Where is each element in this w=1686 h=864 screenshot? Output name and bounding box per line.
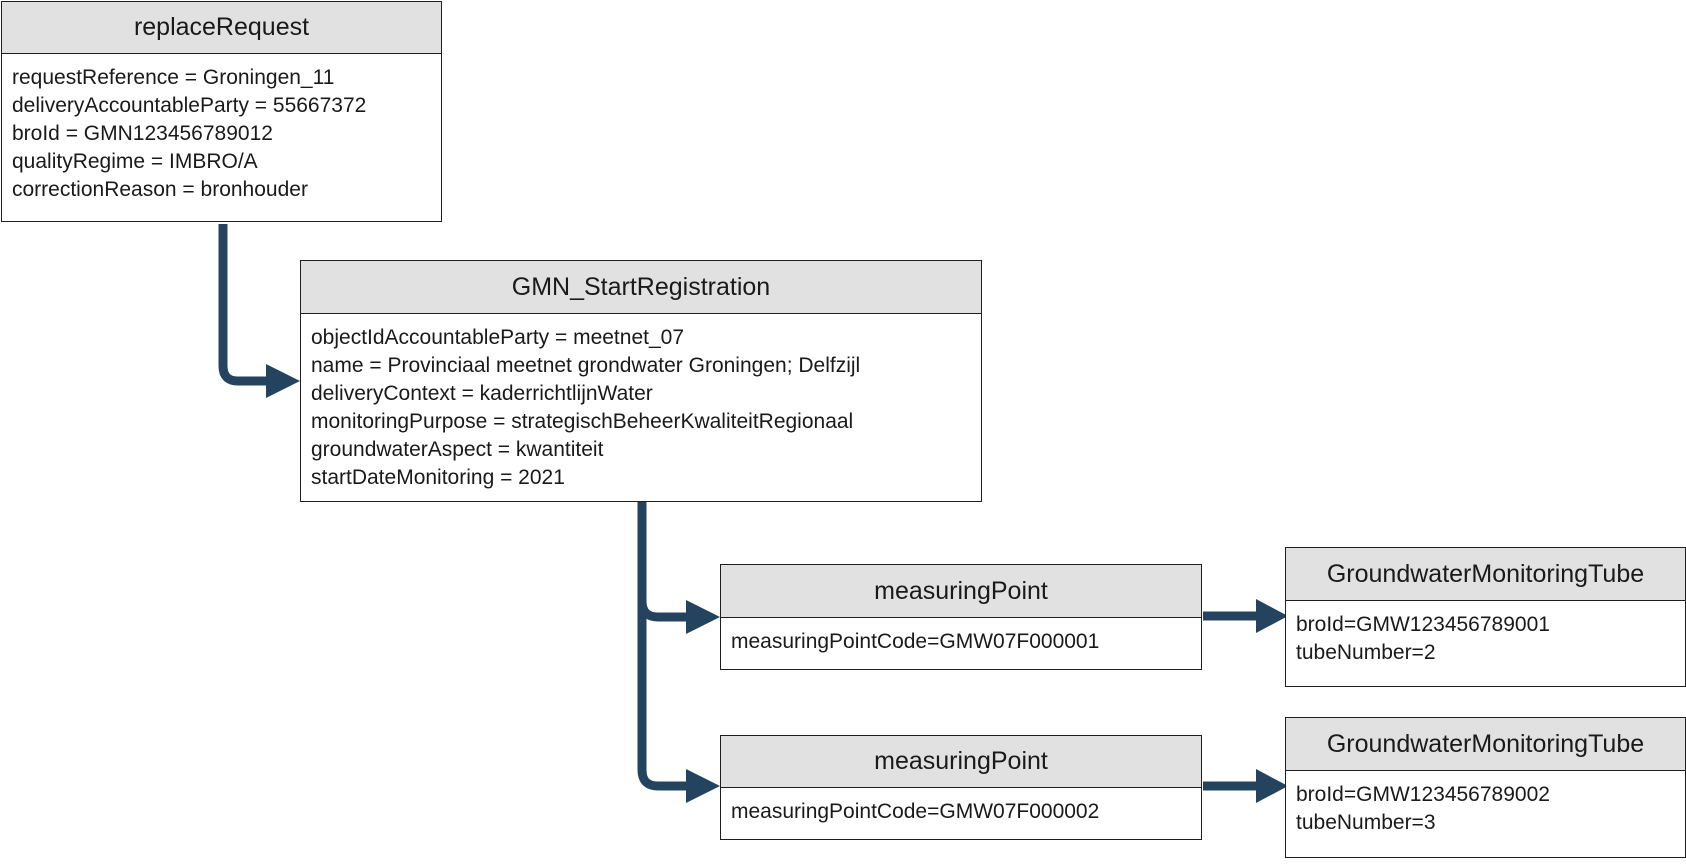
arrowhead-point-2	[686, 769, 720, 803]
attribute-line: startDateMonitoring = 2021	[311, 466, 565, 489]
monitoring-tube-attributes: broId=GMW123456789002 tubeNumber=3	[1286, 771, 1685, 843]
arrowhead-tube-2	[1256, 769, 1288, 803]
attribute-line: measuringPointCode=GMW07F000002	[731, 800, 1100, 823]
monitoring-tube-attributes: broId=GMW123456789001 tubeNumber=2	[1286, 601, 1685, 673]
monitoring-tube-title: GroundwaterMonitoringTube	[1286, 548, 1685, 601]
attribute-line: broId=GMW123456789002	[1296, 783, 1550, 806]
measuring-point-box: measuringPoint measuringPointCode=GMW07F…	[720, 735, 1202, 840]
arrowhead-registration	[266, 364, 300, 398]
monitoring-tube-box: GroundwaterMonitoringTube broId=GMW12345…	[1285, 717, 1686, 858]
attribute-line: tubeNumber=2	[1296, 641, 1436, 664]
arrowhead-tube-1	[1256, 599, 1288, 633]
measuring-point-attributes: measuringPointCode=GMW07F000001	[721, 618, 1201, 662]
measuring-point-attributes: measuringPointCode=GMW07F000002	[721, 788, 1201, 832]
attribute-line: deliveryContext = kaderrichtlijnWater	[311, 382, 653, 405]
attribute-line: objectIdAccountableParty = meetnet_07	[311, 326, 684, 349]
start-registration-box: GMN_StartRegistration objectIdAccountabl…	[300, 260, 982, 502]
measuring-point-box: measuringPoint measuringPointCode=GMW07F…	[720, 564, 1202, 670]
attribute-line: tubeNumber=3	[1296, 811, 1436, 834]
attribute-line: requestReference = Groningen_11	[12, 66, 335, 89]
attribute-line: measuringPointCode=GMW07F000001	[731, 630, 1100, 653]
connector-request-to-registration	[218, 224, 268, 386]
connector-registration-to-point-2	[637, 601, 688, 791]
monitoring-tube-title: GroundwaterMonitoringTube	[1286, 718, 1685, 771]
replace-request-title: replaceRequest	[2, 2, 441, 54]
measuring-point-title: measuringPoint	[721, 565, 1201, 618]
attribute-line: monitoringPurpose = strategischBeheerKwa…	[311, 410, 854, 433]
attribute-line: broId=GMW123456789001	[1296, 613, 1550, 636]
attribute-line: name = Provinciaal meetnet grondwater Gr…	[311, 354, 861, 377]
start-registration-title: GMN_StartRegistration	[301, 261, 981, 314]
attribute-line: deliveryAccountableParty = 55667372	[12, 94, 367, 117]
connector-registration-to-point-1	[637, 502, 688, 622]
attribute-line: broId = GMN123456789012	[12, 122, 273, 145]
monitoring-tube-box: GroundwaterMonitoringTube broId=GMW12345…	[1285, 547, 1686, 687]
attribute-line: qualityRegime = IMBRO/A	[12, 150, 258, 173]
measuring-point-title: measuringPoint	[721, 736, 1201, 788]
start-registration-attributes: objectIdAccountableParty = meetnet_07 na…	[301, 314, 981, 498]
attribute-line: groundwaterAspect = kwantiteit	[311, 438, 604, 461]
arrowhead-point-1	[686, 600, 720, 634]
replace-request-attributes: requestReference = Groningen_11 delivery…	[2, 54, 441, 210]
replace-request-box: replaceRequest requestReference = Gronin…	[1, 1, 442, 222]
attribute-line: correctionReason = bronhouder	[12, 178, 308, 201]
